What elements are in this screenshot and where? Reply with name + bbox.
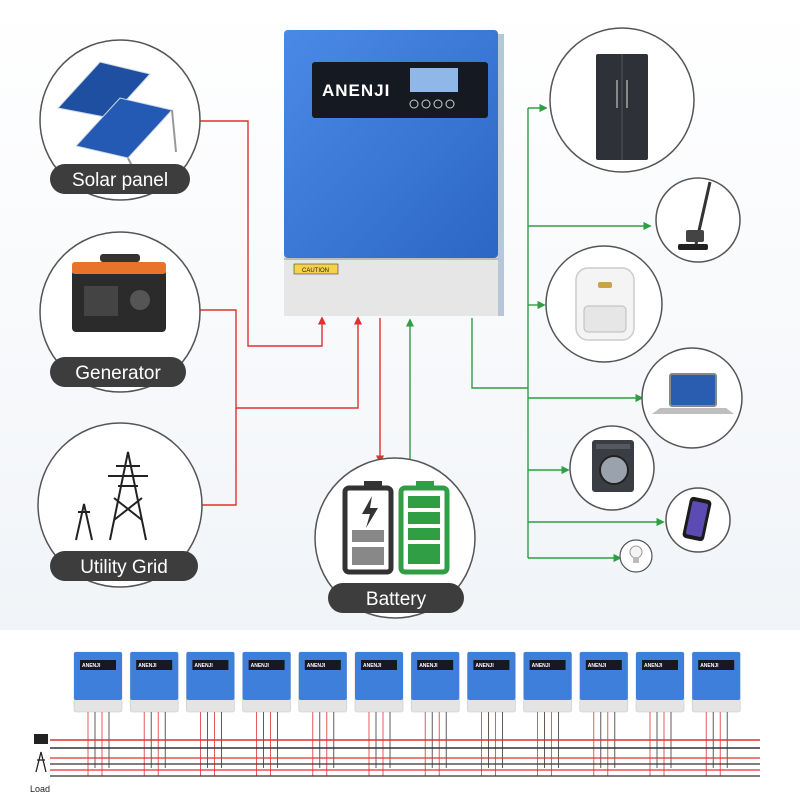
parallel-inverter-unit: ANENJI (635, 651, 685, 776)
panel-button (433, 99, 443, 109)
load-vacuum (655, 177, 741, 263)
parallel-inverter-unit: ANENJI (410, 651, 460, 776)
solar-panel-icon (57, 61, 177, 171)
utility-grid-label: Utility Grid (80, 557, 168, 578)
smartphone-icon (682, 496, 712, 542)
parallel-brand: ANENJI (700, 663, 719, 669)
parallel-system: ANENJI ANENJI ANENJI ANENJI ANENJI ANENJI ANEN… (14, 636, 786, 800)
storage-battery: Battery (314, 457, 476, 619)
load-refrigerator (549, 27, 695, 173)
lcd-display (410, 68, 458, 92)
parallel-inverter-unit: ANENJI (242, 651, 291, 776)
parallel-brand: ANENJI (588, 663, 607, 669)
inverter-unit: ANENJI CAUTION (284, 30, 504, 316)
battery-icon (342, 481, 450, 575)
panel-button (445, 99, 455, 109)
caution-label (293, 263, 339, 275)
load-label: Load (30, 784, 50, 794)
source-utility-grid: Utility Grid (37, 422, 203, 588)
generator-icon (72, 254, 166, 332)
parallel-inverter-unit: ANENJI (467, 651, 516, 776)
parallel-brand: ANENJI (363, 663, 382, 669)
bus-lines (50, 739, 760, 777)
battery-label: Battery (366, 589, 427, 610)
parallel-inverter-unit: ANENJI (73, 651, 123, 776)
load-light-bulb (619, 539, 653, 573)
output-wiring (405, 103, 665, 563)
generator-label: Generator (75, 363, 161, 384)
parallel-inverter-unit: ANENJI (298, 651, 348, 776)
parallel-inverter-unit: ANENJI (691, 651, 741, 776)
bus-battery-icon (34, 734, 48, 744)
parallel-units: ANENJI ANENJI ANENJI ANENJI ANENJI ANENJI ANEN… (73, 651, 741, 776)
parallel-inverter-unit: ANENJI (579, 651, 629, 776)
parallel-brand: ANENJI (644, 663, 663, 669)
parallel-brand: ANENJI (419, 663, 438, 669)
light-bulb-icon (629, 545, 643, 563)
parallel-brand: ANENJI (194, 663, 213, 669)
panel-button (421, 99, 431, 109)
parallel-brand: ANENJI (251, 663, 270, 669)
brand-logo: ANENJI (322, 81, 390, 100)
caution-text: CAUTION (302, 268, 329, 274)
washing-machine-icon (592, 440, 634, 492)
utility-tower-icon (75, 451, 148, 541)
parallel-inverter-unit: ANENJI (523, 651, 572, 776)
source-generator: Generator (39, 231, 201, 393)
load-washing-machine (569, 425, 655, 511)
bus-grid-icon (35, 751, 47, 773)
load-laptop (641, 347, 743, 449)
parallel-brand: ANENJI (307, 663, 326, 669)
source-solar-panel: Solar panel (39, 39, 201, 201)
parallel-brand: ANENJI (532, 663, 551, 669)
parallel-brand: ANENJI (82, 663, 101, 669)
panel-button (409, 99, 419, 109)
input-wiring (198, 120, 385, 506)
refrigerator-icon (596, 54, 648, 160)
laptop-icon (652, 373, 734, 414)
parallel-inverter-unit: ANENJI (186, 651, 235, 776)
parallel-brand: ANENJI (138, 663, 157, 669)
parallel-inverter-unit: ANENJI (354, 651, 404, 776)
solar-panel-label: Solar panel (72, 170, 168, 191)
parallel-brand: ANENJI (475, 663, 494, 669)
load-air-fryer (545, 245, 663, 363)
vacuum-cleaner-icon (678, 181, 712, 250)
load-smartphone (665, 487, 731, 553)
air-fryer-icon (575, 267, 635, 341)
inverter-front-panel: ANENJI (312, 62, 488, 118)
